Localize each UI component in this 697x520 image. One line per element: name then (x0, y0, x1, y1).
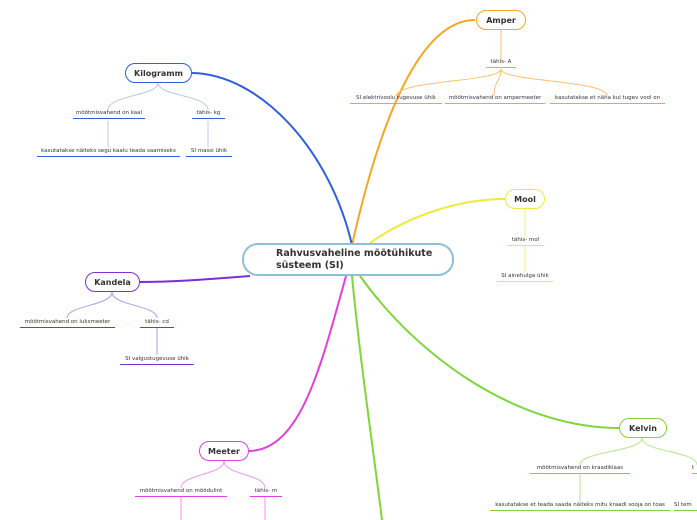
topic-mool[interactable]: Mool (505, 189, 545, 209)
kilogramm-desc[interactable]: SI massi ühik (186, 148, 232, 157)
link-kandela-measure (66, 291, 113, 319)
link-amper-item-1 (395, 68, 502, 97)
branch-meeter (248, 275, 347, 452)
link-kg-measure (107, 82, 159, 111)
branch-kandela (139, 275, 251, 283)
kelvin-measure[interactable]: mõõtmisvahend on kraadiklaas (530, 465, 630, 474)
branch-amper (351, 19, 476, 246)
link-amper-item-2 (493, 68, 502, 97)
kandela-symbol[interactable]: tähis- cd (140, 319, 174, 328)
link-kelvin-symbol (641, 437, 697, 466)
central-topic[interactable]: Rahvusvaheline mõõtühikute süsteem (SI) (242, 243, 454, 276)
mool-symbol[interactable]: tähis- mol (507, 237, 544, 246)
kilogramm-symbol[interactable]: tähis- kg (192, 110, 225, 119)
link-meeter-measure (180, 460, 225, 489)
branch-mool (369, 198, 506, 244)
meeter-measure[interactable]: mõõtmisvahend on mõõdulint (135, 488, 227, 497)
link-meeter-symbol (223, 460, 266, 489)
topic-kelvin-label: Kelvin (629, 423, 657, 433)
kelvin-symbol-cut[interactable]: t (692, 465, 697, 474)
topic-meeter[interactable]: Meeter (199, 441, 249, 461)
central-topic-title: Rahvusvaheline mõõtühikute süsteem (SI) (276, 248, 433, 271)
topic-amper-label: Amper (486, 15, 516, 25)
branch-kilogramm (191, 72, 353, 246)
kandela-measure[interactable]: mõõtmisvahend on luksmeeter (20, 319, 115, 328)
link-kandela-symbol (111, 291, 158, 319)
topic-amper[interactable]: Amper (476, 10, 526, 30)
topic-mool-label: Mool (514, 194, 536, 204)
topic-kandela[interactable]: Kandela (85, 272, 140, 292)
link-kelvin-measure (579, 437, 643, 466)
amper-item-usage[interactable]: kasutatakse et näha kui tugev vool on (550, 95, 665, 104)
kelvin-usage[interactable]: kasutatakse et teada saada näiteks mitu … (490, 502, 670, 511)
topic-kelvin[interactable]: Kelvin (619, 418, 667, 438)
amper-item-unit[interactable]: SI elektrivoolu tugevuse ühik (350, 95, 442, 104)
branch-kelvin (359, 275, 620, 429)
branch-bottom (351, 275, 383, 520)
kilogramm-measure[interactable]: mõõtmisvahend on kaal (73, 110, 145, 119)
topic-kandela-label: Kandela (94, 277, 131, 287)
kelvin-desc-cut[interactable]: SI tem (674, 502, 697, 511)
meeter-symbol[interactable]: tähis- m (250, 488, 282, 497)
link-amper-item-3 (500, 68, 608, 97)
kandela-desc[interactable]: SI valgustugevuse ühik (120, 356, 194, 365)
amper-item-measure[interactable]: mõõtmisvahend on ampermeeter (445, 95, 545, 104)
kilogramm-usage[interactable]: kasutatakse näiteks segu kaalu teada saa… (37, 148, 180, 157)
topic-kilogramm-label: Kilogramm (134, 68, 183, 78)
mool-desc[interactable]: SI ainehulga ühik (497, 273, 553, 282)
topic-meeter-label: Meeter (207, 446, 240, 456)
link-kg-symbol (157, 82, 209, 111)
amper-symbol[interactable]: tähis- A (486, 59, 516, 68)
topic-kilogramm[interactable]: Kilogramm (125, 63, 192, 83)
